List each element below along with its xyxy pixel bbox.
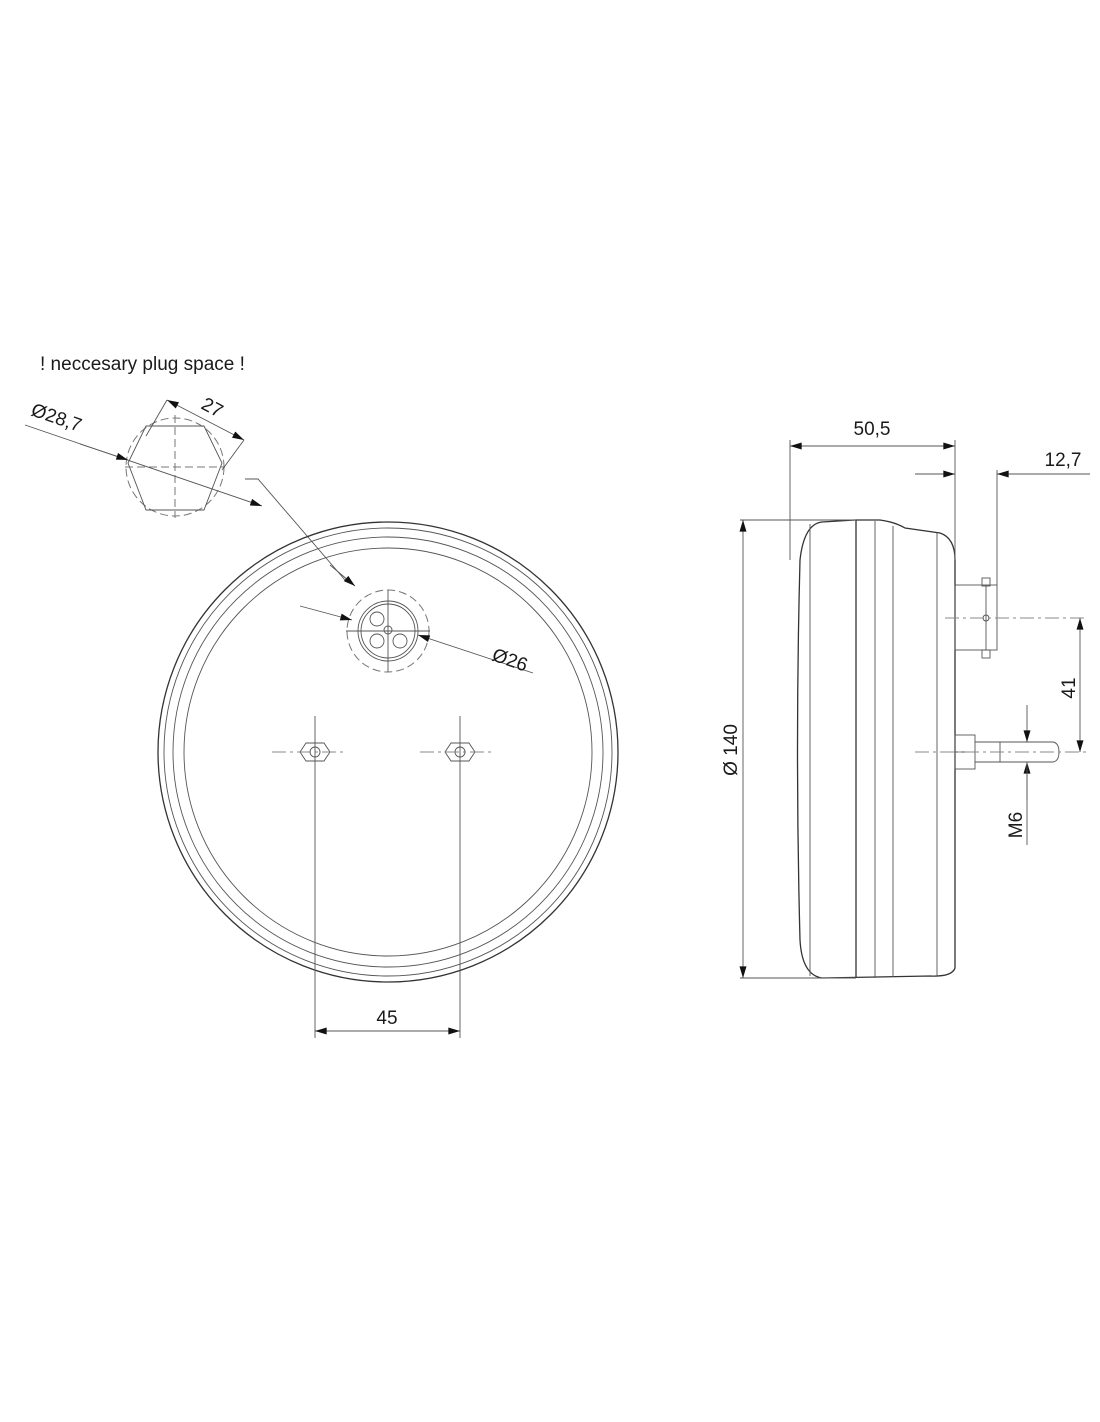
thread-dim: M6	[1006, 812, 1027, 838]
hex-corner-dim: Ø28,7	[28, 400, 84, 437]
plug-space-note: ! neccesary plug space !	[40, 354, 245, 375]
plug-socket: Ø26	[299, 589, 534, 677]
side-plug	[945, 577, 1088, 659]
plug-to-stud-dim: 41	[1059, 677, 1080, 698]
plug-depth-dim: 12,7	[1045, 450, 1082, 471]
front-view: Ø26 45	[157, 521, 619, 1038]
mounting-nut-right	[420, 716, 492, 1038]
mounting-nut-left	[272, 716, 345, 1038]
diameter-dim: Ø 140	[721, 724, 742, 776]
side-stud: M6	[915, 705, 1088, 845]
side-view: 50,5 12,7 Ø 140 M6 41	[721, 419, 1090, 979]
depth-dim: 50,5	[854, 419, 891, 440]
bolt-spacing-dim: 45	[376, 1008, 397, 1029]
plug-diameter-dim: Ø26	[489, 645, 530, 677]
hex-plug-detail: Ø28,7 27	[24, 394, 356, 587]
